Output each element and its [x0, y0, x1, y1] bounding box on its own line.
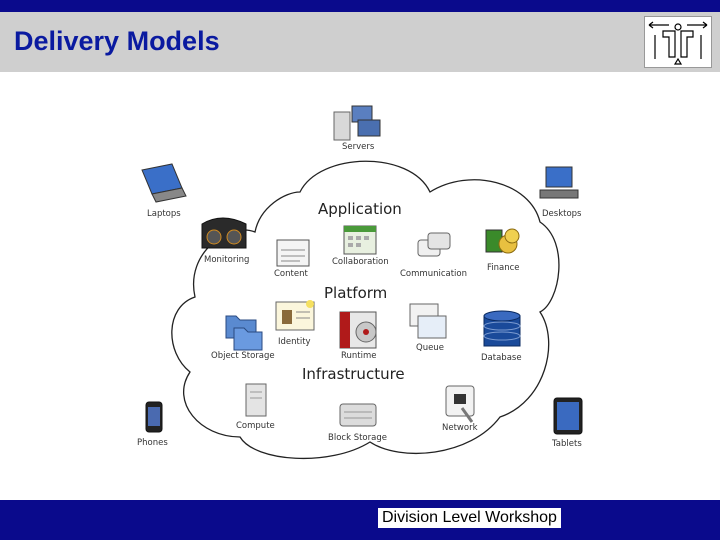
runtime-icon — [339, 311, 377, 349]
communication-label: Communication — [400, 269, 467, 279]
queue-label: Queue — [416, 343, 444, 353]
laptop-icon — [141, 163, 187, 203]
monitoring-icon — [201, 217, 247, 249]
identity-icon — [275, 300, 315, 331]
desktop-icon — [539, 166, 579, 199]
title-bar — [0, 12, 720, 72]
phone-icon — [145, 401, 163, 433]
identity-label: Identity — [278, 337, 311, 347]
network-icon — [445, 385, 475, 423]
block-storage-icon — [339, 403, 377, 427]
block-storage-label: Block Storage — [328, 433, 387, 443]
top-accent-bar — [0, 0, 720, 12]
cloud-diagram: Application Platform Infrastructure Serv… — [0, 72, 720, 500]
database-icon — [483, 310, 521, 347]
infrastructure-heading: Infrastructure — [302, 365, 405, 383]
bottom-bar — [0, 500, 720, 540]
tablets-label: Tablets — [551, 439, 582, 449]
compute-icon — [245, 383, 267, 417]
cloud-outline — [171, 160, 560, 460]
monitoring-label: Monitoring — [204, 255, 249, 265]
database-label: Database — [481, 353, 522, 363]
communication-icon — [417, 232, 451, 257]
object-storage-label: Object Storage — [211, 351, 275, 361]
tablet-icon — [553, 397, 583, 435]
finance-label: Finance — [487, 263, 520, 273]
content-label: Content — [274, 269, 308, 279]
laptops-label: Laptops — [147, 209, 181, 219]
network-label: Network — [442, 423, 478, 433]
servers-label: Servers — [342, 142, 375, 152]
organization-logo — [644, 16, 712, 68]
phones-label: Phones — [137, 438, 168, 448]
runtime-label: Runtime — [341, 351, 377, 361]
collaboration-label: Collaboration — [332, 257, 389, 267]
desktops-label: Desktops — [542, 209, 582, 219]
queue-icon — [409, 303, 447, 339]
footer-text: Division Level Workshop — [378, 508, 561, 528]
application-heading: Application — [318, 200, 402, 218]
slide-title: Delivery Models — [14, 26, 220, 56]
finance-icon — [485, 228, 520, 254]
content-icon — [276, 239, 310, 267]
compute-label: Compute — [236, 421, 275, 431]
servers-icon — [333, 105, 381, 141]
folder-icon — [225, 315, 263, 351]
platform-heading: Platform — [324, 284, 387, 302]
collaboration-icon — [343, 225, 377, 255]
